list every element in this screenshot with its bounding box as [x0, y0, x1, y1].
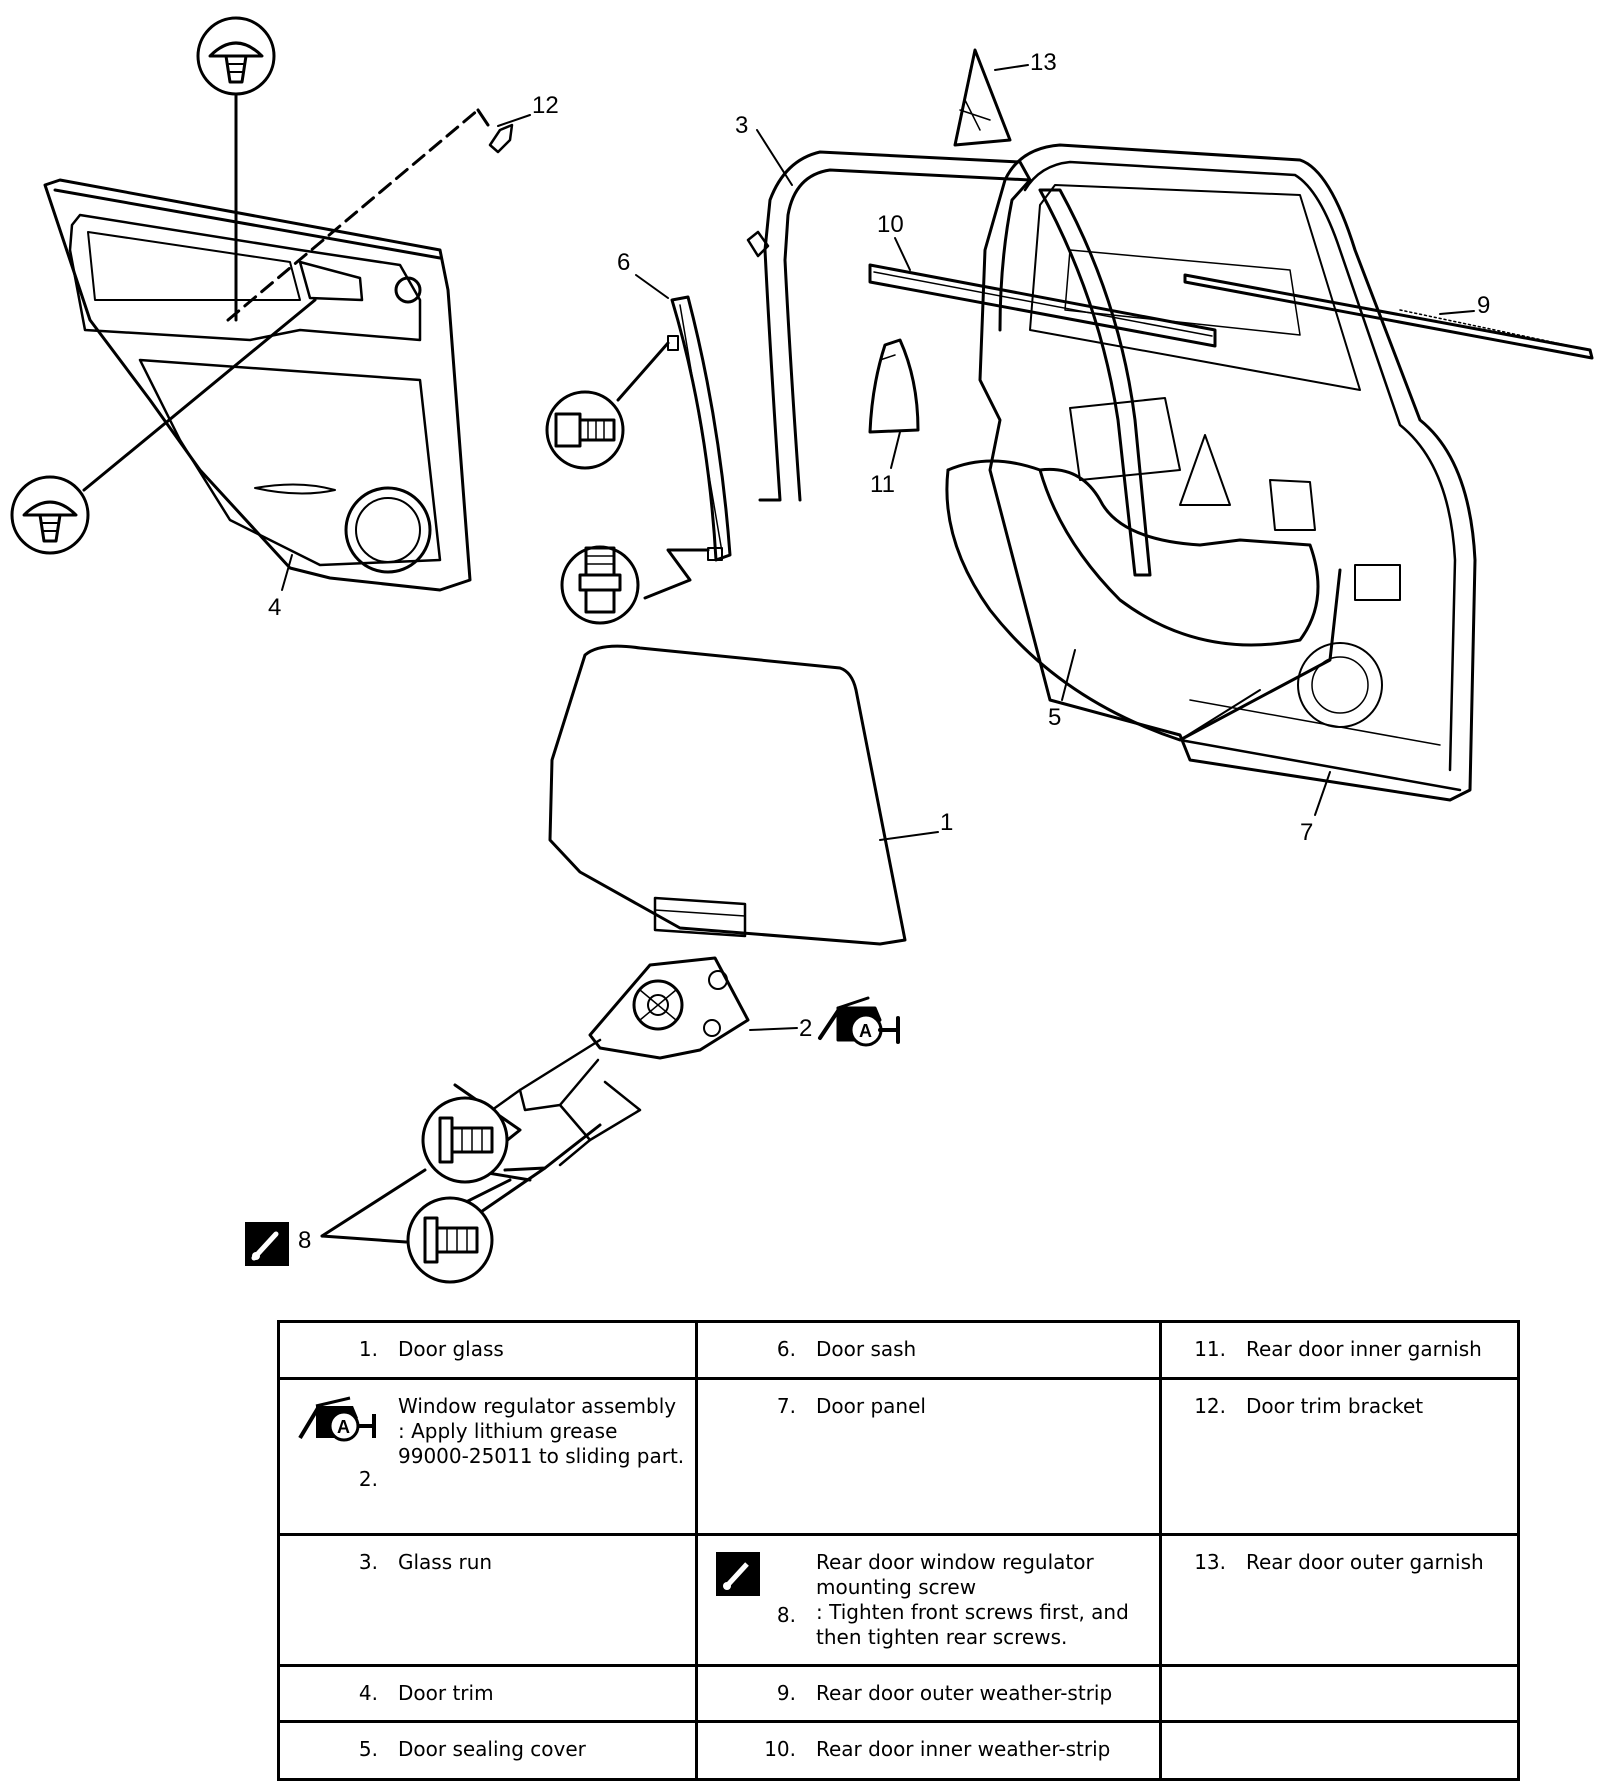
callout-8: 8 [298, 1227, 311, 1254]
callout-6: 6 [617, 249, 630, 276]
legend-item-text: Door sash [816, 1337, 917, 1361]
legend-item-text [1246, 1681, 1256, 1720]
legend-item-number: 3. [358, 1550, 378, 1574]
parts-legend-table: 1. Door glass 6. Door sash 11. Rear door… [277, 1320, 1520, 1781]
legend-item-note: : Tighten front screws first, and then t… [816, 1600, 1129, 1649]
legend-cell: 9. Rear door outer weather-strip [695, 1664, 1162, 1723]
svg-text:A: A [337, 1417, 350, 1437]
legend-cell [1159, 1664, 1520, 1723]
legend-cell: 7. Door panel [695, 1377, 1162, 1536]
legend-cell: A 2. Window regulator assembly : Apply l… [277, 1377, 698, 1536]
legend-item-text: Window regulator assembly [398, 1394, 677, 1418]
legend-cell: 11. Rear door inner garnish [1159, 1320, 1520, 1380]
legend-item-number: 10. [764, 1737, 796, 1761]
door-sealing-cover-part [945, 459, 1342, 742]
legend-cell: 3. Glass run [277, 1533, 698, 1667]
lithium-grease-apply-icon: A [818, 996, 900, 1047]
legend-item-text: Rear door window regulator mounting scre… [816, 1550, 1094, 1599]
legend-row: 3. Glass run 8. Rear door window regulat… [277, 1533, 1520, 1667]
legend-item-text [1246, 1737, 1256, 1778]
legend-item-text: Rear door inner weather-strip [816, 1737, 1111, 1761]
callout-3: 3 [735, 112, 748, 139]
callout-9: 9 [1477, 292, 1490, 319]
legend-item-text: Door trim [398, 1681, 494, 1705]
callout-leaders [281, 64, 1475, 1031]
door-glass-part [548, 644, 907, 946]
legend-item-number: 13. [1194, 1550, 1226, 1574]
callout-5: 5 [1048, 704, 1061, 731]
legend-item-number: 9. [776, 1681, 796, 1705]
grease-icon-letter: A [859, 1021, 872, 1041]
glass-run-part [746, 150, 1032, 502]
trim-clip-lower [10, 298, 317, 555]
legend-item-number: 8. [776, 1603, 796, 1627]
legend-cell: 5. Door sealing cover [277, 1720, 698, 1781]
callout-7: 7 [1300, 819, 1313, 846]
legend-row: 1. Door glass 6. Door sash 11. Rear door… [277, 1320, 1520, 1380]
legend-item-text: Door glass [398, 1337, 504, 1361]
door-trim-bracket-part [226, 108, 514, 322]
legend-item-number: 4. [358, 1681, 378, 1705]
rear-door-exploded-diagram: A 1 2 3 [10, 16, 1594, 1284]
rear-door-outer-garnish-part [953, 48, 1012, 147]
callout-11: 11 [870, 471, 895, 498]
legend-cell: 6. Door sash [695, 1320, 1162, 1380]
screw-leader-lines [320, 1168, 427, 1244]
legend-item-number: 6. [776, 1337, 796, 1361]
callout-12: 12 [532, 92, 559, 119]
legend-cell: 10. Rear door inner weather-strip [695, 1720, 1162, 1781]
legend-cell: 4. Door trim [277, 1664, 698, 1723]
regulator-screw-lower [406, 1196, 494, 1284]
legend-item-number: 11. [1194, 1337, 1226, 1361]
callout-10: 10 [877, 211, 904, 238]
legend-item-number [1162, 1737, 1246, 1778]
door-sash-part [545, 295, 732, 625]
legend-item-number [1162, 1681, 1246, 1720]
legend-item-text: Door sealing cover [398, 1737, 586, 1761]
rear-door-inner-weather-strip-part [868, 263, 1217, 348]
door-frame-uprights [998, 178, 1152, 577]
legend-item-text: Rear door inner garnish [1246, 1337, 1482, 1361]
callout-labels: 1 2 3 4 5 6 7 8 9 10 11 12 13 [268, 49, 1490, 1254]
rear-door-outer-weather-strip-part [1183, 273, 1594, 360]
legend-row: 4. Door trim 9. Rear door outer weather-… [277, 1664, 1520, 1723]
callout-4: 4 [268, 594, 281, 621]
door-panel-part [978, 143, 1477, 802]
legend-item-text: Rear door outer weather-strip [816, 1681, 1113, 1705]
legend-item-text: Rear door outer garnish [1246, 1550, 1484, 1574]
lithium-grease-apply-icon: A [298, 1396, 376, 1442]
legend-item-text: Door trim bracket [1246, 1394, 1424, 1418]
tighten-torque-icon [245, 1222, 289, 1266]
callout-13: 13 [1030, 49, 1057, 76]
callout-2: 2 [799, 1015, 812, 1042]
legend-item-number: 1. [358, 1337, 378, 1361]
tighten-torque-icon [716, 1552, 760, 1596]
legend-cell: 13. Rear door outer garnish [1159, 1533, 1520, 1667]
legend-row: 5. Door sealing cover 10. Rear door inne… [277, 1720, 1520, 1781]
callout-1: 1 [940, 809, 953, 836]
legend-cell: 8. Rear door window regulator mounting s… [695, 1533, 1162, 1667]
legend-cell [1159, 1720, 1520, 1781]
rear-door-inner-garnish-part [868, 338, 920, 434]
legend-item-note: : Apply lithium grease 99000-25011 to sl… [398, 1419, 685, 1468]
legend-item-text: Door panel [816, 1394, 926, 1418]
legend-cell: 12. Door trim bracket [1159, 1377, 1520, 1536]
legend-row: A 2. Window regulator assembly : Apply l… [277, 1377, 1520, 1536]
legend-item-text: Glass run [398, 1550, 493, 1574]
regulator-screw-upper [421, 1096, 509, 1184]
legend-item-number: 2. [358, 1467, 378, 1491]
legend-item-number: 7. [776, 1394, 796, 1418]
door-trim-part [43, 178, 472, 592]
legend-item-number: 5. [358, 1737, 378, 1761]
trim-clip-upper [196, 16, 276, 322]
legend-item-number: 12. [1194, 1394, 1226, 1418]
legend-cell: 1. Door glass [277, 1320, 698, 1380]
